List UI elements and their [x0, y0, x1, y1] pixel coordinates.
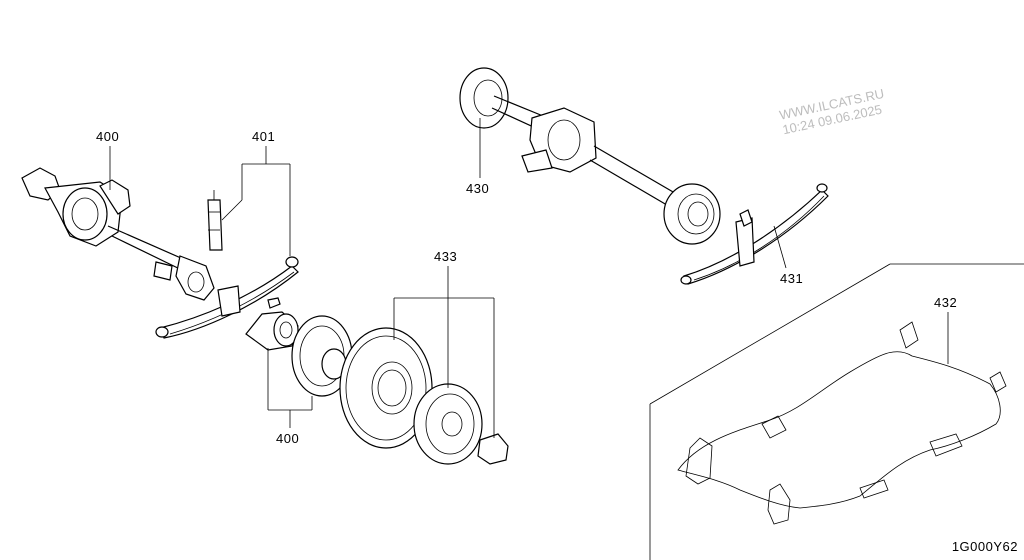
callout-400-front-hub[interactable]: 400: [276, 431, 300, 446]
wheel-assembly[interactable]: [339, 327, 509, 465]
wiring-harness-inset[interactable]: [649, 263, 1024, 560]
leader-lines: [109, 118, 949, 438]
diagram-code: 1G000Y62: [951, 539, 1018, 554]
front-hub-parts[interactable]: [245, 311, 353, 397]
rear-leaf-spring[interactable]: [680, 183, 829, 285]
front-leaf-spring[interactable]: [155, 190, 299, 339]
rear-axle-assembly[interactable]: [459, 67, 721, 245]
callout-431-rear-spring[interactable]: 431: [780, 271, 804, 286]
callout-401-front-spring[interactable]: 401: [252, 129, 276, 144]
callout-432-harness[interactable]: 432: [934, 295, 958, 310]
front-axle-assembly[interactable]: [21, 167, 215, 301]
callout-400-front-axle[interactable]: 400: [96, 129, 120, 144]
callout-430-rear-axle[interactable]: 430: [466, 181, 490, 196]
callout-433-wheel[interactable]: 433: [434, 249, 458, 264]
